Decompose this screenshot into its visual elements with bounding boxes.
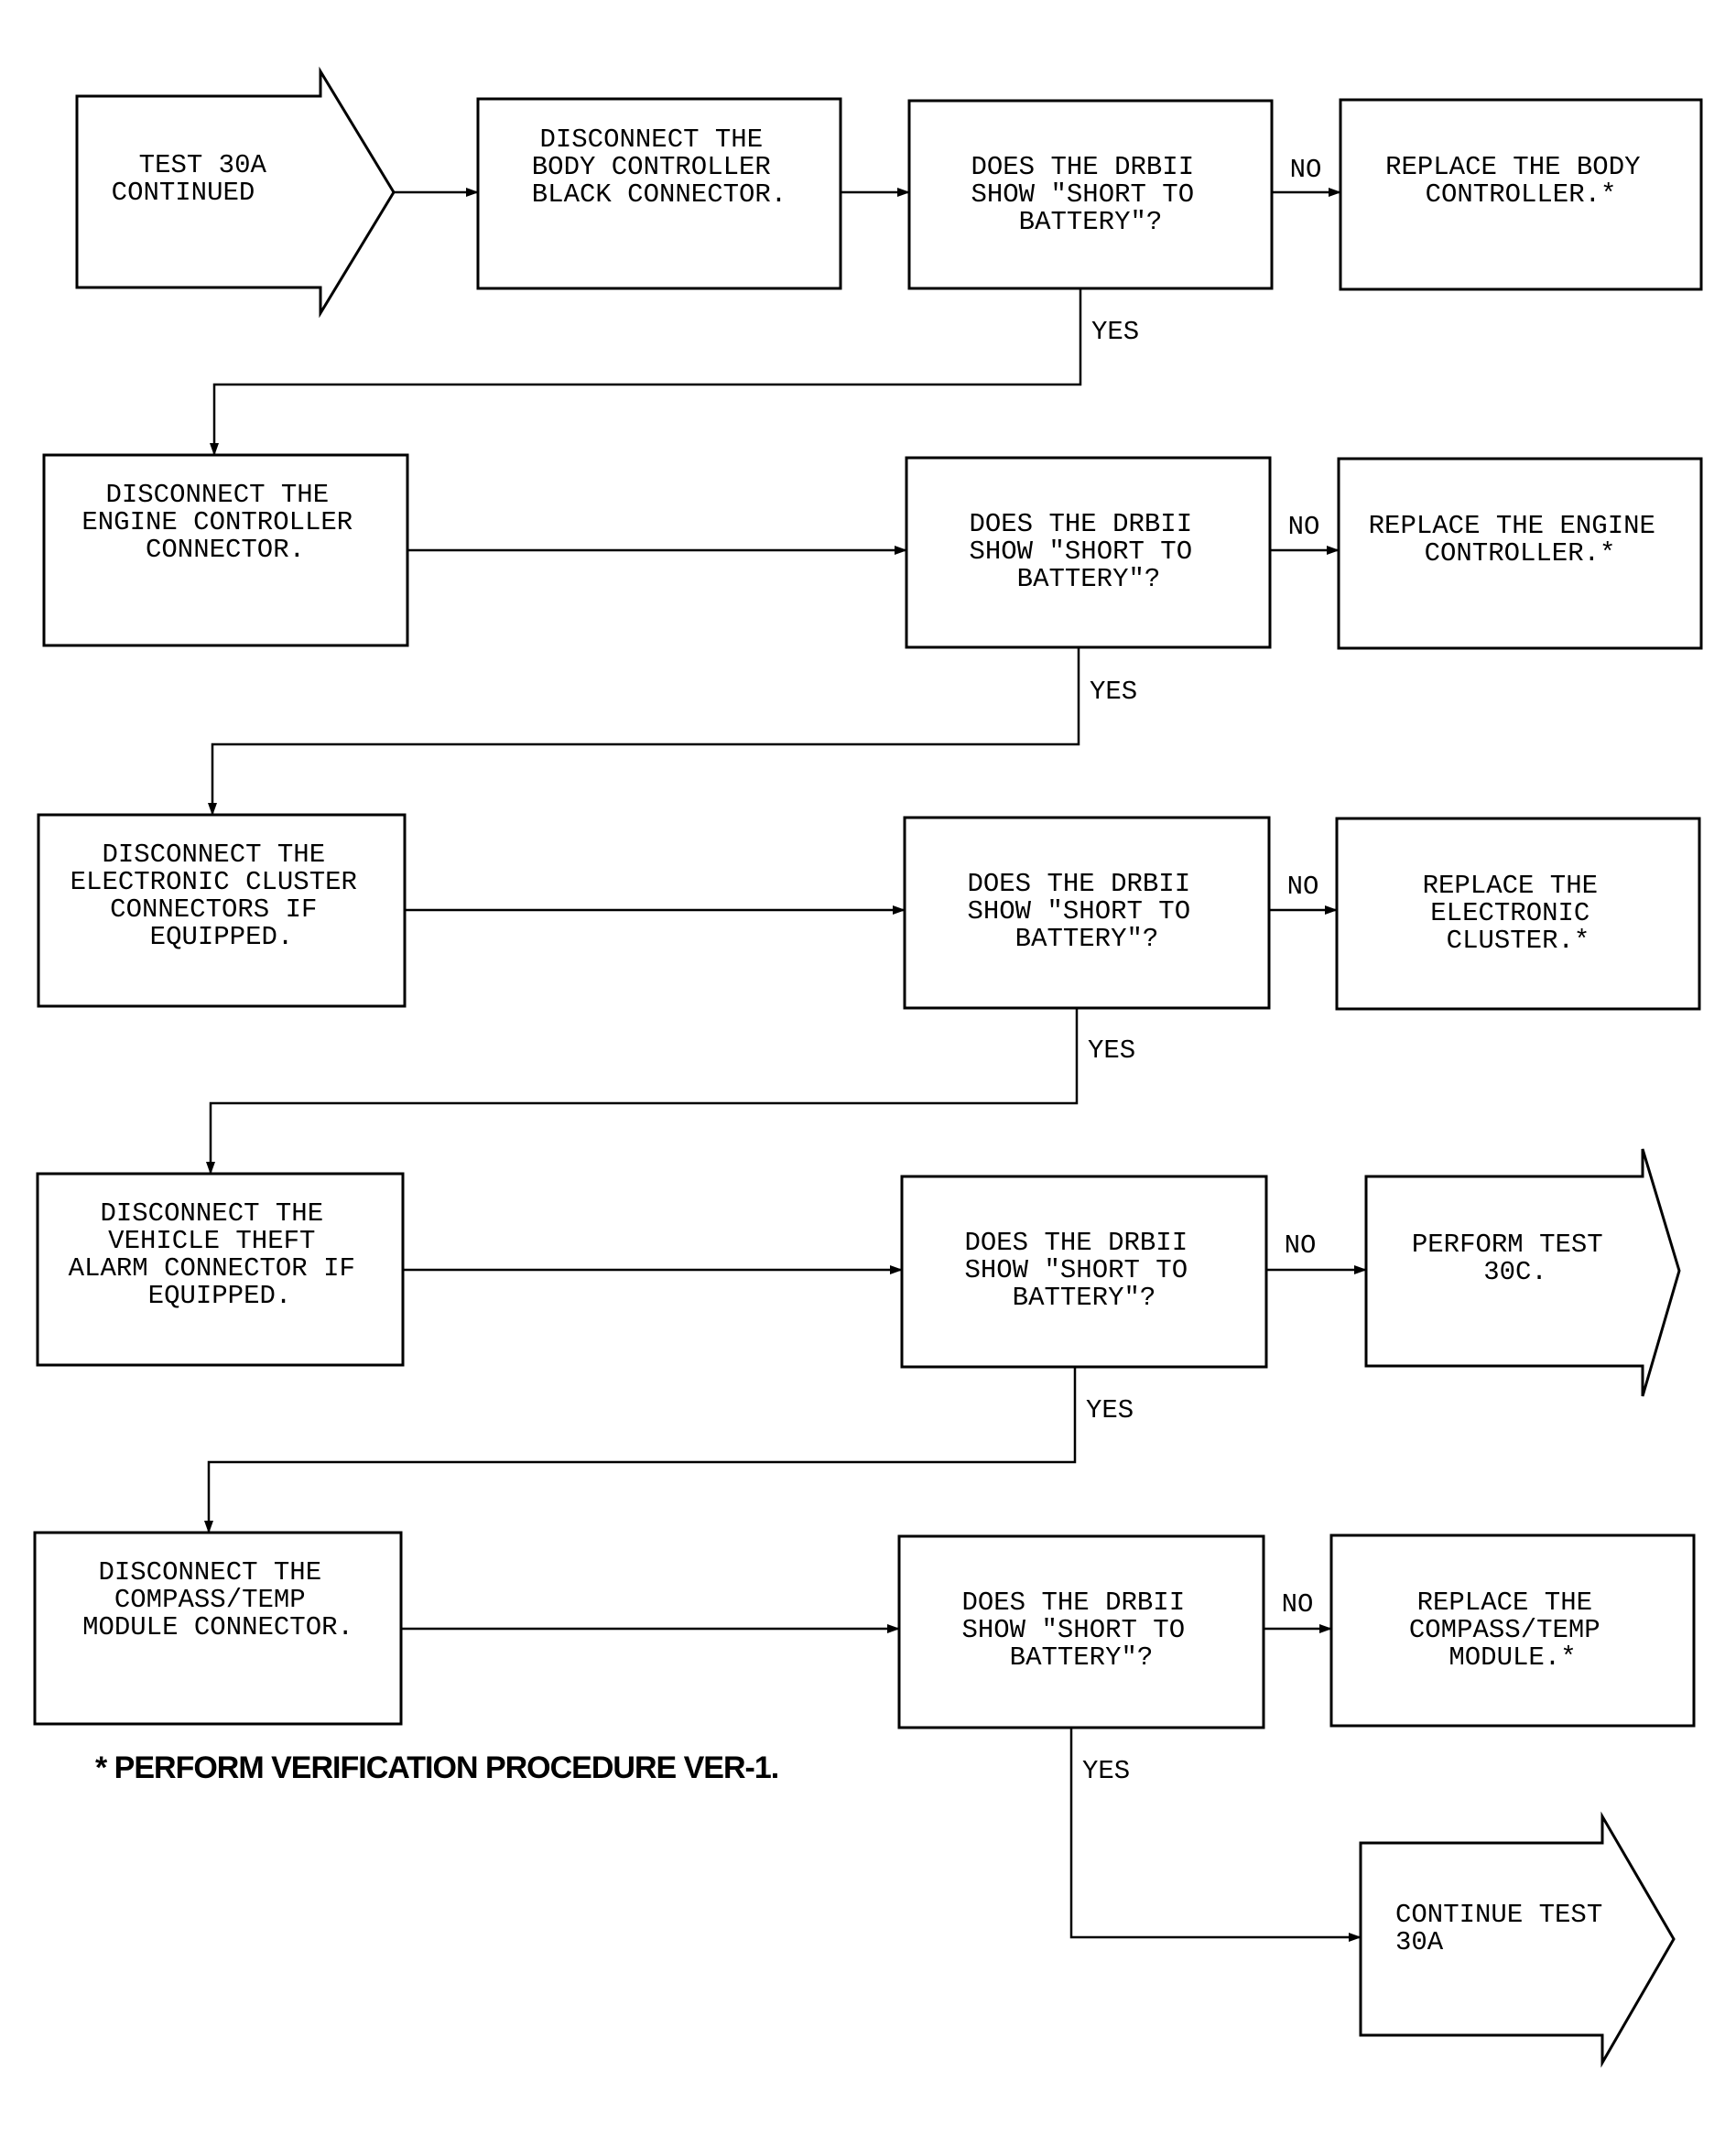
- step2-result-box: [1337, 457, 1703, 650]
- footnote: * PERFORM VERIFICATION PROCEDURE VER-1.: [95, 1750, 778, 1785]
- step2-result-text: REPLACE THE ENGINE CONTROLLER.*: [1369, 511, 1672, 569]
- step5-action-box: [33, 1531, 403, 1726]
- step5-no-label: NO: [1282, 1589, 1314, 1620]
- step3-question-box: [903, 816, 1271, 1010]
- step1-question-text: DOES THE DRBII SHOW "SHORT TO BATTERY"?: [971, 152, 1210, 237]
- step5-question-text: DOES THE DRBII SHOW "SHORT TO BATTERY"?: [961, 1588, 1200, 1673]
- step3-question-text: DOES THE DRBII SHOW "SHORT TO BATTERY"?: [967, 869, 1206, 954]
- start-arrow-shape: [75, 66, 396, 319]
- step1-result-box: [1339, 98, 1703, 291]
- step3-no-label: NO: [1287, 872, 1319, 902]
- step2-no-label: NO: [1288, 512, 1320, 542]
- step1-action-box: [476, 97, 842, 290]
- step1-action-text: DISCONNECT THE BODY CONTROLLER BLACK CON…: [532, 125, 787, 210]
- arrow-step4-yes: [204, 1367, 1077, 1534]
- step2-yes-label: YES: [1090, 677, 1137, 707]
- step5-result-text: REPLACE THE COMPASS/TEMP MODULE.*: [1409, 1588, 1616, 1673]
- step5-result-box: [1329, 1534, 1696, 1728]
- step4-action-text: DISCONNECT THE VEHICLE THEFT ALARM CONNE…: [69, 1198, 372, 1311]
- step2-action-box: [42, 453, 409, 647]
- arrow-step1-yes: [210, 288, 1082, 456]
- step2-action-text: DISCONNECT THE ENGINE CONTROLLER CONNECT…: [81, 480, 368, 565]
- arrow-step2-yes: [208, 647, 1080, 816]
- step3-result-text: REPLACE THE ELECTRONIC CLUSTER.*: [1423, 871, 1614, 956]
- arrow-step5-yes: [1069, 1728, 1362, 1942]
- step2-question-text: DOES THE DRBII SHOW "SHORT TO BATTERY"?: [969, 509, 1208, 594]
- step3-action-box: [37, 813, 407, 1008]
- arrow-step3-yes: [206, 1008, 1079, 1175]
- step1-result-text: REPLACE THE BODY CONTROLLER.*: [1385, 152, 1656, 210]
- step4-action-box: [36, 1172, 405, 1367]
- step3-yes-label: YES: [1088, 1035, 1135, 1066]
- step2-question-box: [905, 456, 1272, 649]
- step5-yes-label: YES: [1082, 1756, 1130, 1786]
- step4-question-box: [900, 1175, 1268, 1369]
- continue-test-arrow-shape: [1359, 1811, 1676, 2068]
- step4-no-label: NO: [1285, 1230, 1317, 1261]
- step4-yes-label: YES: [1086, 1395, 1134, 1425]
- step1-no-label: NO: [1290, 155, 1322, 185]
- perform-test-30c-arrow-shape: [1364, 1148, 1681, 1397]
- perform-test-30c-text: PERFORM TEST 30C.: [1412, 1230, 1619, 1287]
- step5-action-text: DISCONNECT THE COMPASS/TEMP MODULE CONNE…: [82, 1557, 353, 1642]
- step1-yes-label: YES: [1091, 317, 1139, 347]
- step3-result-box: [1335, 817, 1701, 1011]
- start-arrow-text: TEST 30A CONTINUED: [112, 150, 283, 208]
- step1-question-box: [907, 99, 1274, 290]
- step4-question-text: DOES THE DRBII SHOW "SHORT TO BATTERY"?: [964, 1228, 1203, 1313]
- continue-test-text: CONTINUE TEST 30A: [1395, 1900, 1619, 1957]
- step3-action-text: DISCONNECT THE ELECTRONIC CLUSTER CONNEC…: [71, 840, 374, 952]
